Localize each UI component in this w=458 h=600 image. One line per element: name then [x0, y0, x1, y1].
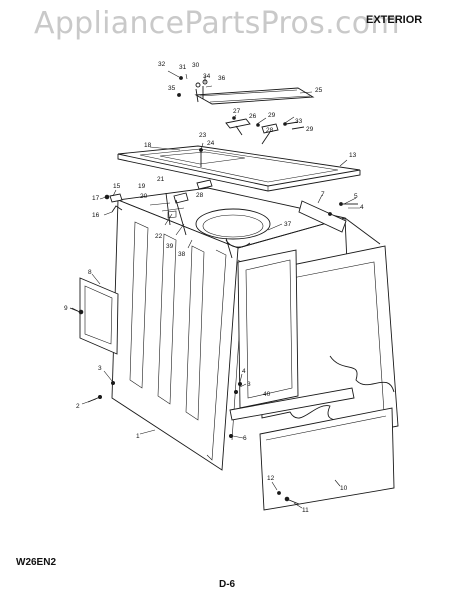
callout-11: 11 [302, 507, 309, 514]
callout-29b: 29 [306, 126, 314, 133]
callout-23: 23 [199, 132, 207, 139]
callout-16: 16 [92, 212, 100, 219]
callout-8: 8 [88, 269, 92, 276]
callout-1: 1 [136, 433, 140, 440]
part-top-plate [194, 87, 315, 105]
callout-20: 20 [140, 193, 148, 200]
part-lower-screws [87, 380, 116, 403]
callout-15: 15 [113, 183, 121, 190]
part-cabinet-side-left [111, 199, 239, 471]
callout-22: 22 [155, 233, 163, 240]
callout-36: 36 [218, 75, 226, 82]
callout-2: 2 [76, 403, 80, 410]
part-brackets [225, 116, 305, 145]
callout-12: 12 [267, 475, 275, 482]
callout-39: 39 [166, 243, 174, 250]
part-cabinet-top [116, 187, 346, 249]
callout-30: 30 [192, 62, 200, 69]
callout-33: 33 [295, 118, 303, 125]
callout-4b: 4 [242, 368, 246, 375]
part-toe-kick [259, 407, 395, 511]
callout-6: 6 [243, 435, 247, 442]
callout-27: 27 [233, 108, 241, 115]
callout-9: 9 [64, 305, 68, 312]
callout-7: 7 [321, 191, 325, 198]
callout-3b: 3 [98, 365, 102, 372]
section-title: EXTERIOR [366, 14, 423, 26]
callout-19: 19 [138, 183, 146, 190]
callout-10: 10 [340, 485, 348, 492]
part-top-frame [117, 145, 361, 192]
callout-17: 17 [92, 195, 100, 202]
callout-28a: 28 [266, 127, 274, 134]
callout-25: 25 [315, 87, 323, 94]
callout-31: 31 [179, 64, 187, 71]
callout-13: 13 [349, 152, 357, 159]
callout-28b: 28 [196, 192, 204, 199]
page-number: D-6 [219, 579, 236, 590]
callout-4a: 4 [360, 204, 364, 211]
callout-37: 37 [284, 221, 292, 228]
callout-18: 18 [144, 142, 152, 149]
part-screws-top [177, 76, 208, 103]
callout-21: 21 [157, 176, 165, 183]
callout-24: 24 [207, 140, 215, 147]
part-lower-rail [229, 387, 355, 421]
part-clip [196, 179, 213, 190]
callout-38: 38 [178, 251, 186, 258]
callout-29a: 29 [268, 112, 276, 119]
callout-34: 34 [203, 73, 211, 80]
model-code: W26EN2 [16, 557, 57, 568]
callout-40: 40 [263, 391, 271, 398]
callout-5: 5 [354, 193, 358, 200]
watermark-text: AppliancePartsPros.com [34, 6, 400, 41]
callout-26: 26 [249, 113, 257, 120]
callout-35: 35 [168, 85, 176, 92]
callout-labels: 32 31 30 34 36 35 25 27 26 29 28 33 29 2… [64, 61, 364, 514]
part-service-panel [69, 277, 119, 355]
callout-3a: 3 [247, 381, 251, 388]
callout-32: 32 [158, 61, 166, 68]
